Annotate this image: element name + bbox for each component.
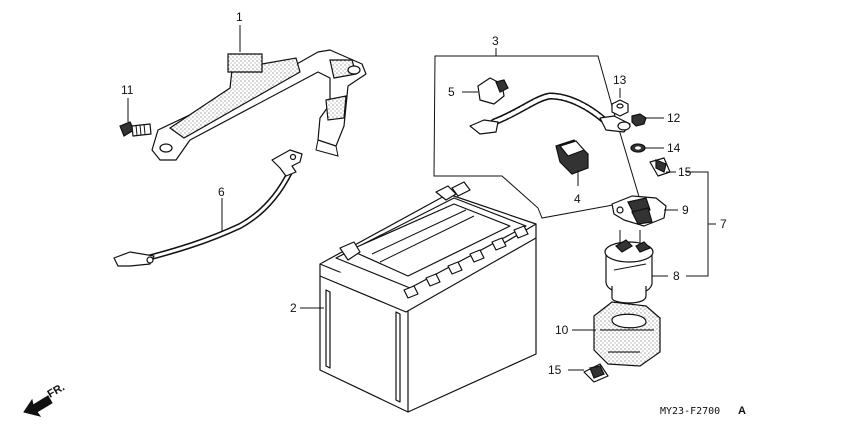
relay-holder <box>593 301 661 367</box>
terminal-boot <box>555 139 589 175</box>
callout-6: 6 <box>218 185 225 199</box>
callout-3: 3 <box>492 34 499 48</box>
callout-9: 9 <box>682 203 689 217</box>
fuse-lower <box>583 363 609 383</box>
callout-13: 13 <box>613 73 627 87</box>
callout-4: 4 <box>574 192 581 206</box>
front-direction-indicator: FR. <box>23 381 67 417</box>
nut-small-part <box>631 113 647 127</box>
diagram-code: MY23-F2700 A <box>660 405 746 417</box>
starter-relay <box>604 230 654 304</box>
front-arrow-icon <box>23 395 53 417</box>
bolt-part <box>119 121 152 137</box>
starter-cable-group-outline <box>433 55 641 219</box>
washer-part <box>630 143 646 153</box>
callout-5: 5 <box>448 85 455 99</box>
callout-1: 1 <box>236 10 243 24</box>
callout-11: 11 <box>121 83 134 97</box>
callout-14: 14 <box>667 141 681 155</box>
callout-labels: 1 2 3 4 5 6 7 8 9 10 11 12 13 14 15 15 <box>121 10 727 377</box>
leader-lines <box>127 25 716 371</box>
fuse-upper <box>649 157 671 177</box>
diagram-code-suffix: A <box>738 405 746 417</box>
terminal-cover <box>477 77 509 105</box>
nut-part <box>611 99 629 117</box>
callout-10: 10 <box>555 323 569 337</box>
battery-caps <box>403 225 529 299</box>
callout-7: 7 <box>720 217 727 231</box>
diagram-code-text: MY23-F2700 <box>660 406 720 417</box>
battery <box>319 181 537 413</box>
ground-cable <box>113 149 303 267</box>
battery-bracket <box>151 49 367 161</box>
front-label: FR. <box>46 381 67 400</box>
starter-cable <box>469 92 631 135</box>
relay-cover <box>611 195 667 227</box>
callout-15-lower: 15 <box>548 363 562 377</box>
callout-12: 12 <box>667 111 681 125</box>
callout-8: 8 <box>673 269 680 283</box>
callout-2: 2 <box>290 301 297 315</box>
callout-15-upper: 15 <box>678 165 692 179</box>
